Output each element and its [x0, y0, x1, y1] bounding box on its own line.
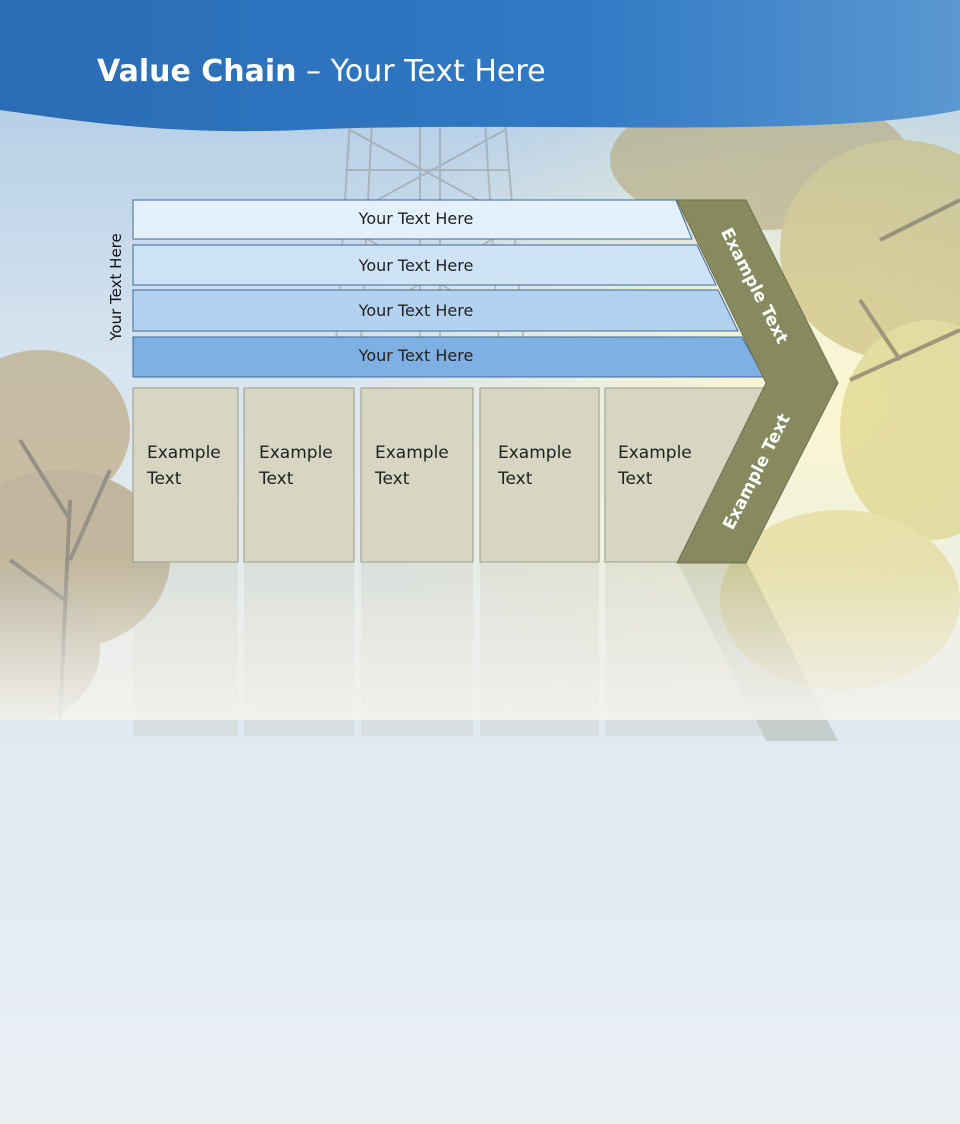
title-bold: Value Chain: [97, 54, 297, 89]
box-label-2: Example Text: [259, 443, 333, 489]
row-label-2: Your Text Here: [358, 256, 474, 275]
example-box-2: [243, 387, 355, 563]
example-box-1: [132, 387, 239, 563]
example-box-3: [360, 387, 474, 563]
example-box-4: [479, 387, 600, 563]
row-bar-3: [132, 289, 739, 332]
value-chain-diagram: Example Text Example Text: [132, 199, 839, 564]
box-label-3: Example Text: [375, 443, 449, 489]
page-title: Value Chain – Your Text Here: [97, 52, 546, 92]
row-label-1: Your Text Here: [358, 209, 474, 228]
box-label-4: Example Text: [498, 443, 572, 489]
title-band: [0, 0, 960, 132]
row-label-3: Your Text Here: [358, 301, 474, 320]
title-rest: – Your Text Here: [296, 54, 546, 89]
row-bar-1: [132, 199, 693, 240]
row-bar-2: [132, 244, 717, 286]
reflection-fade: [0, 562, 960, 720]
box-label-5: Example Text: [618, 443, 692, 489]
row-label-4: Your Text Here: [358, 346, 474, 365]
box-label-1: Example Text: [147, 443, 221, 489]
